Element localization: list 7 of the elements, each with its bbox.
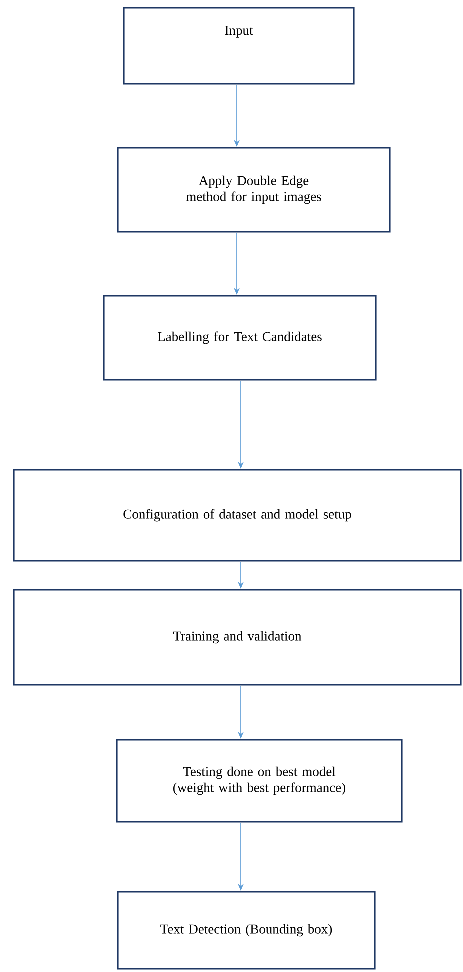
process-box: Input xyxy=(123,7,355,85)
process-box: Text Detection (Bounding box) xyxy=(117,891,376,970)
process-box: Training and validation xyxy=(13,589,462,686)
process-box: Labelling for Text Candidates xyxy=(103,295,377,381)
process-box: Configuration of dataset and model setup xyxy=(13,469,462,562)
process-box: Apply Double Edge method for input images xyxy=(117,147,391,233)
process-box: Testing done on best model (weight with best performance) xyxy=(116,739,403,823)
